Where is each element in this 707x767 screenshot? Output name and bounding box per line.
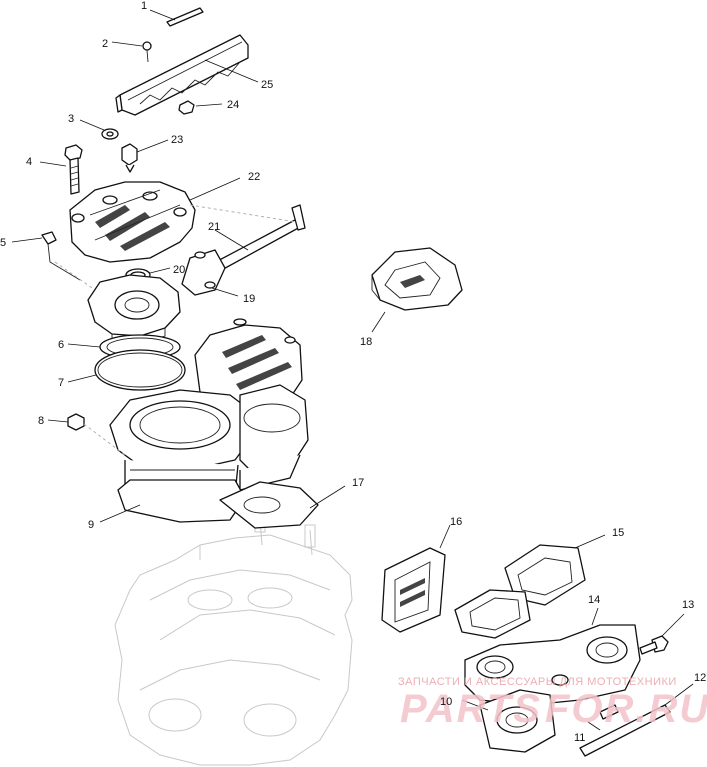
callout-5: 5 [0,237,6,249]
watermark: ЗАПЧАСТИ И АКСЕССУАРЫ ДЛЯ МОТОТЕХНИКИ PA… [398,676,707,731]
callout-14: 14 [588,594,600,606]
cylinder-head-part-19 [87,249,239,345]
o-ring-part-7 [67,349,186,391]
rail-part-25 [115,34,259,116]
callout-13: 13 [682,599,694,611]
watermark-caption: ЗАПЧАСТИ И АКСЕССУАРЫ ДЛЯ МОТОТЕХНИКИ [398,676,677,688]
screw-part-2 [111,41,152,63]
manifold-part-14 [464,607,641,706]
cover-part-18 [371,247,463,333]
washer-part-3 [79,119,119,140]
callout-23: 23 [171,134,183,146]
fitting-part-5 [11,231,96,291]
watermark-domain: FOR.RU [545,687,707,731]
strap-part-11 [579,704,671,757]
callout-20: 20 [173,264,185,276]
head-cover-part-22 [69,177,241,263]
callout-15: 15 [612,527,624,539]
watermark-brand: PARTS [400,687,542,731]
callout-16: 16 [450,516,462,528]
flange-part-10 [461,689,556,753]
callout-6: 6 [58,339,64,351]
cylinder-part-9 [99,384,309,523]
callout-labels: 1 2 3 4 5 6 7 8 9 10 11 12 13 14 15 16 1… [0,0,706,744]
callout-11: 11 [574,732,585,744]
callout-21: 21 [208,221,220,233]
callout-24: 24 [227,99,239,111]
callout-10: 10 [440,696,452,708]
nut-part-8 [47,413,126,456]
callout-19: 19 [243,293,255,305]
callout-3: 3 [68,113,74,125]
callout-17: 17 [352,477,364,489]
bolt-part-4 [39,144,83,195]
callout-1: 1 [141,0,147,12]
callout-12: 12 [694,672,706,684]
reed-valve-part-16 [381,524,451,633]
callout-9: 9 [88,519,94,531]
strap-end-part-12 [664,683,694,706]
sensor-part-23 [121,139,169,173]
dowel-pin-part-1 [149,7,204,27]
crankcase-ghost [114,511,353,766]
spacer-part-15 [454,534,606,639]
callout-25: 25 [261,79,273,91]
callout-2: 2 [102,38,108,50]
callout-18: 18 [360,336,372,348]
callout-7: 7 [58,377,64,389]
callout-8: 8 [38,415,44,427]
callout-22: 22 [248,171,260,183]
bolt-part-13 [639,613,685,655]
callout-4: 4 [26,156,32,168]
base-gasket-part-17 [219,481,346,529]
nut-part-24 [178,100,223,115]
